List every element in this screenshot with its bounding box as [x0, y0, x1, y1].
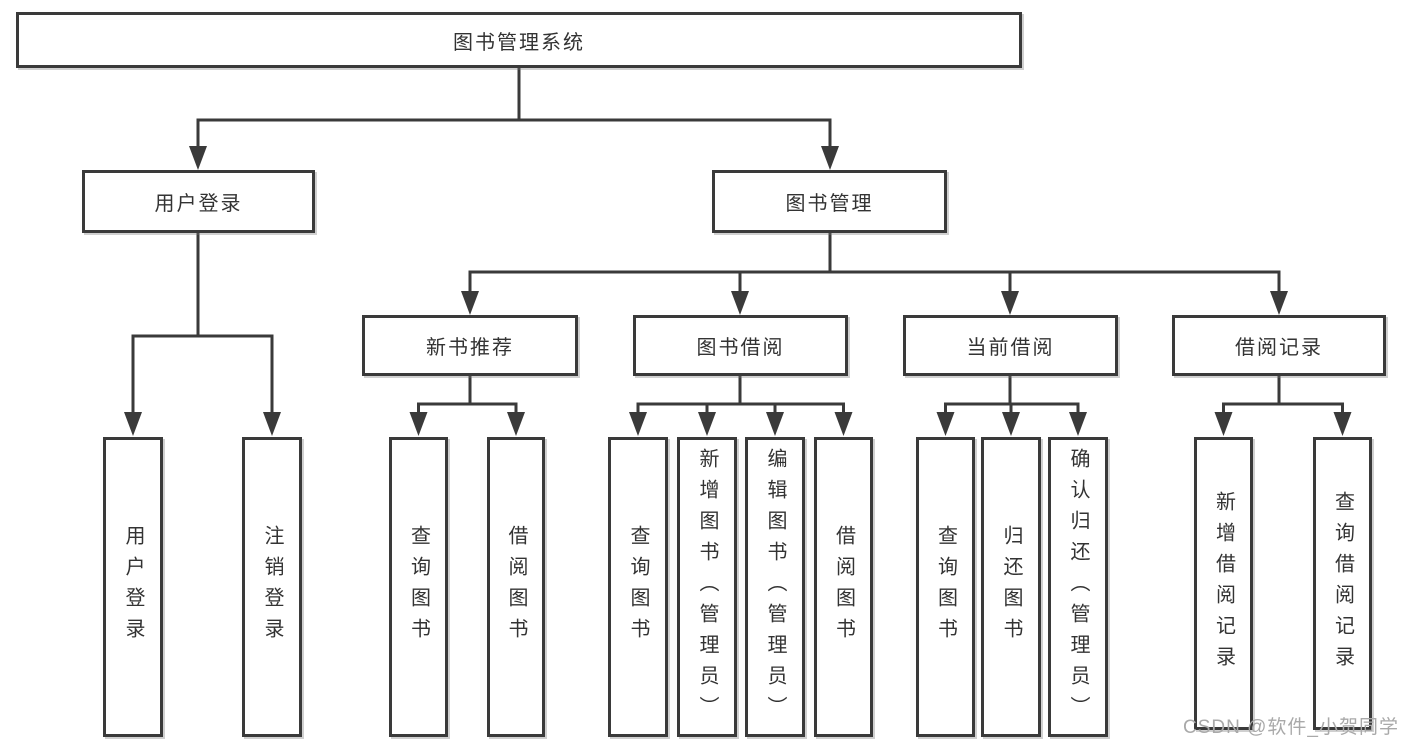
leaf-borrow-books-2: 借阅图书 — [814, 437, 873, 737]
leaf-logout-label: 注销登录 — [261, 525, 283, 649]
leaf-borrow-books-1: 借阅图书 — [487, 437, 545, 737]
leaf-edit-books-admin-label: 编辑图书（管理员） — [764, 447, 786, 727]
leaf-query-books-1-label: 查询图书 — [407, 525, 430, 649]
leaf-query-books-1: 查询图书 — [389, 437, 448, 737]
leaf-confirm-return-admin: 确认归还（管理员） — [1048, 437, 1108, 737]
leaf-query-borrow-record-label: 查询借阅记录 — [1331, 490, 1354, 677]
node-root-label: 图书管理系统 — [453, 31, 585, 54]
node-borrow-records: 借阅记录 — [1172, 315, 1386, 376]
leaf-logout: 注销登录 — [242, 437, 302, 737]
node-user-login-label: 用户登录 — [154, 193, 243, 215]
node-current-borrow: 当前借阅 — [903, 315, 1118, 376]
node-book-borrow: 图书借阅 — [633, 315, 848, 376]
node-borrow-records-label: 借阅记录 — [1235, 337, 1323, 359]
node-book-management: 图书管理 — [712, 170, 947, 233]
node-book-borrow-label: 图书借阅 — [696, 337, 785, 359]
leaf-query-books-3-label: 查询图书 — [934, 525, 957, 649]
leaf-borrow-books-1-label: 借阅图书 — [505, 525, 527, 649]
connector-segments — [131, 66, 1344, 414]
leaf-add-borrow-record-label: 新增借阅记录 — [1212, 490, 1235, 677]
leaf-return-books-label: 归还图书 — [1000, 525, 1022, 649]
leaf-user-login: 用户登录 — [103, 437, 163, 737]
leaf-query-books-2-label: 查询图书 — [627, 525, 649, 649]
leaf-confirm-return-admin-label: 确认归还（管理员） — [1067, 447, 1089, 727]
leaf-add-books-admin-label: 新增图书（管理员） — [696, 447, 718, 727]
leaf-user-login-label: 用户登录 — [122, 525, 144, 649]
node-new-book-recommend-label: 新书推荐 — [426, 337, 514, 359]
node-book-management-system: 图书管理系统 — [16, 12, 1022, 68]
leaf-query-borrow-record: 查询借阅记录 — [1313, 437, 1372, 730]
leaf-borrow-books-2-label: 借阅图书 — [832, 525, 855, 649]
leaf-query-books-2: 查询图书 — [608, 437, 668, 737]
leaf-query-books-3: 查询图书 — [916, 437, 975, 737]
leaf-add-books-admin: 新增图书（管理员） — [677, 437, 737, 737]
node-new-book-recommend: 新书推荐 — [362, 315, 578, 376]
leaf-add-borrow-record: 新增借阅记录 — [1194, 437, 1253, 730]
leaf-return-books: 归还图书 — [981, 437, 1041, 737]
node-book-management-label: 图书管理 — [785, 193, 874, 215]
leaf-edit-books-admin: 编辑图书（管理员） — [745, 437, 805, 737]
arrowhead-icons — [124, 146, 1352, 436]
node-current-borrow-label: 当前借阅 — [966, 337, 1055, 359]
node-user-login: 用户登录 — [82, 170, 315, 233]
watermark: CSDN @软件_小贺同学 — [1183, 717, 1399, 738]
